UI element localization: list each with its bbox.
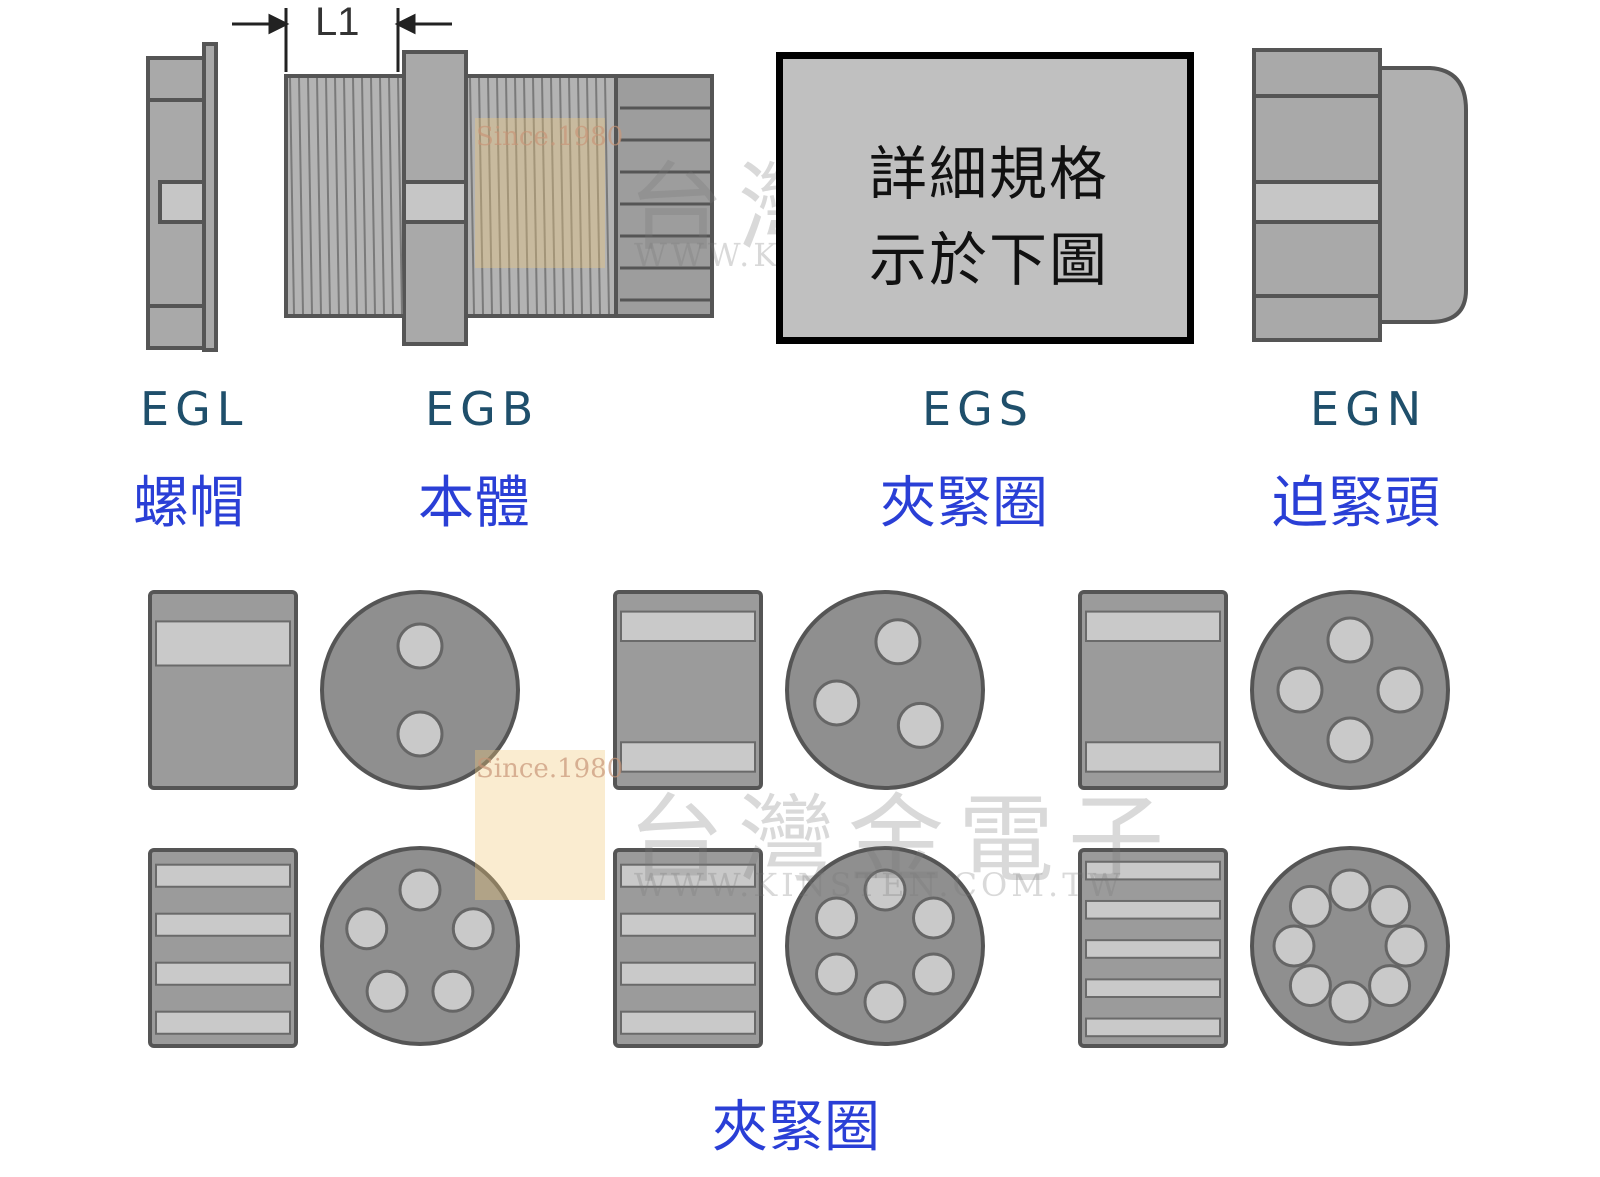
part-name-egl: 螺帽 <box>133 471 245 536</box>
seal-hole <box>345 907 389 951</box>
seal-end-view <box>1250 590 1450 790</box>
seal-end-view <box>320 590 520 790</box>
seal-hole <box>1288 884 1332 928</box>
part-name-egn: 迫緊頭 <box>1272 471 1440 536</box>
seal-side-view <box>1078 590 1228 790</box>
seal-side-view <box>1078 848 1228 1048</box>
dimension-label: L1 <box>315 0 360 44</box>
part-name-egb: 本體 <box>418 471 530 536</box>
seal-end-view <box>785 590 985 790</box>
seal-hole <box>863 868 907 912</box>
seal-hole <box>365 969 409 1013</box>
seal-hole <box>1328 980 1372 1024</box>
seal-side-view <box>148 848 298 1048</box>
egb-body-drawing <box>284 50 714 346</box>
seal-hole <box>1376 666 1424 714</box>
seal-hole <box>451 907 495 951</box>
seal-hole <box>396 710 444 758</box>
seal-end-view <box>785 846 985 1046</box>
part-code-egb: EGB <box>425 382 540 436</box>
egn-cap-drawing <box>1252 48 1468 342</box>
seal-hole <box>1368 884 1412 928</box>
part-name-egs: 夾緊圈 <box>880 471 1048 536</box>
seal-hole <box>398 868 442 912</box>
seal-side-view <box>613 848 763 1048</box>
watermark-url-bottom: WWW.KINSTEN.COM.TW <box>634 866 1125 904</box>
watermark-since-bottom: Since.1980 <box>476 754 624 784</box>
spec-note-box: 詳細規格 示於下圖 <box>776 52 1194 344</box>
seal-drawings <box>148 590 1450 1048</box>
seal-hole <box>431 969 475 1013</box>
seal-hole <box>1326 616 1374 664</box>
seal-hole <box>815 952 859 996</box>
note-line-2: 示於下圖 <box>869 226 1110 294</box>
seal-hole <box>815 896 859 940</box>
part-code-egs: EGS <box>922 382 1034 436</box>
part-code-egn: EGN <box>1310 382 1428 436</box>
seal-hole <box>1276 666 1324 714</box>
seal-hole <box>911 896 955 940</box>
note-line-1: 詳細規格 <box>869 140 1110 208</box>
seal-hole <box>1368 964 1412 1008</box>
seal-hole <box>813 679 861 727</box>
bottom-caption: 夾緊圈 <box>712 1095 880 1160</box>
part-code-egl: EGL <box>140 382 249 436</box>
watermark-badge-bottom <box>475 750 605 900</box>
seal-side-view <box>613 590 763 790</box>
seal-hole <box>863 980 907 1024</box>
seal-end-view <box>320 846 520 1046</box>
seal-hole <box>1384 924 1428 968</box>
watermark-since-top: Since.1980 <box>476 122 624 152</box>
egl-nut-drawing <box>146 42 218 352</box>
seal-hole <box>1326 716 1374 764</box>
seal-hole <box>1328 868 1372 912</box>
seal-hole <box>896 701 944 749</box>
seal-hole <box>1288 964 1332 1008</box>
seal-side-view <box>148 590 298 790</box>
seal-hole <box>911 952 955 996</box>
dimension-arrows <box>232 8 452 72</box>
watermark-badge-top <box>475 118 605 268</box>
watermark-name-bottom: 台灣金電子 <box>628 784 1178 896</box>
seal-hole <box>396 622 444 670</box>
seal-hole <box>874 618 922 666</box>
seal-end-view <box>1250 846 1450 1046</box>
seal-hole <box>1272 924 1316 968</box>
